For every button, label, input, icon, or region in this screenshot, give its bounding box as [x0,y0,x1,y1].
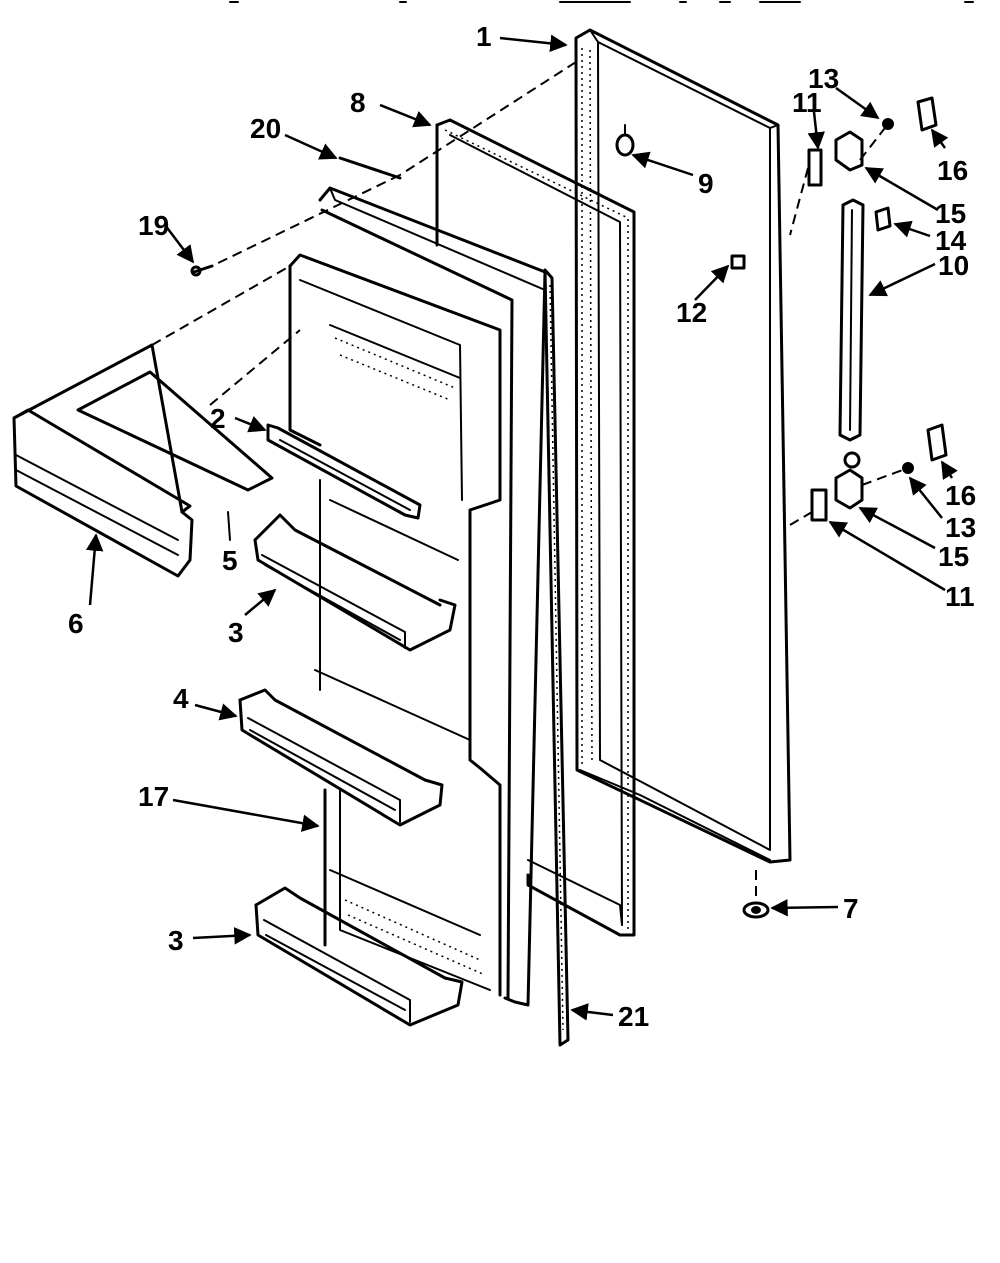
label-part-11-upper: 11 [792,87,822,118]
label-part-7: 7 [843,893,859,924]
label-part-5: 5 [222,545,238,576]
label-part-15-lower: 15 [938,541,969,572]
dairy-hinge-pin [227,511,231,541]
middle-door-bin [238,688,444,827]
label-part-11-lower: 11 [945,581,975,612]
outer-door-panel [574,28,792,864]
label-part-16-upper: 16 [937,155,968,186]
door-plug [615,124,635,157]
lower-hinge-bracket [810,423,948,522]
upper-shelf [266,423,422,520]
inner-door-liner [288,186,547,1007]
dairy-compartment [12,343,274,578]
label-part-19: 19 [138,210,169,241]
part-labels: 1 8 20 19 9 12 2 6 5 3 4 17 3 21 7 13 11… [68,21,976,1032]
label-part-6: 6 [68,608,84,639]
label-part-2: 2 [210,403,226,434]
label-part-14: 14 [935,225,967,256]
liner-edge-strip [543,268,570,1047]
upper-door-bin [253,513,457,652]
label-part-3-upper: 3 [228,617,244,648]
label-part-12: 12 [676,297,707,328]
label-part-9: 9 [698,168,714,199]
lower-door-bin [254,886,464,1027]
label-part-3-lower: 3 [168,925,184,956]
door-gasket [435,118,636,937]
door-handle-rail [838,198,865,442]
label-part-13-lower: 13 [945,512,976,543]
label-part-20: 20 [250,113,281,144]
door-screw [190,264,214,277]
label-part-1: 1 [476,21,492,52]
label-part-21: 21 [618,1001,649,1032]
label-part-8: 8 [350,87,366,118]
label-part-10: 10 [938,250,969,281]
alignment-lines [151,61,909,900]
label-part-13-upper: 13 [808,63,839,94]
label-part-4: 4 [173,683,189,714]
upper-hinge-bracket [807,96,938,232]
leader-lines [85,34,958,1021]
door-foot-pad [742,901,770,919]
label-part-17: 17 [138,781,169,812]
label-part-15-upper: 15 [935,198,966,229]
top-trim-strip [338,156,402,180]
door-clip [730,254,746,270]
label-part-16-lower: 16 [945,480,976,511]
